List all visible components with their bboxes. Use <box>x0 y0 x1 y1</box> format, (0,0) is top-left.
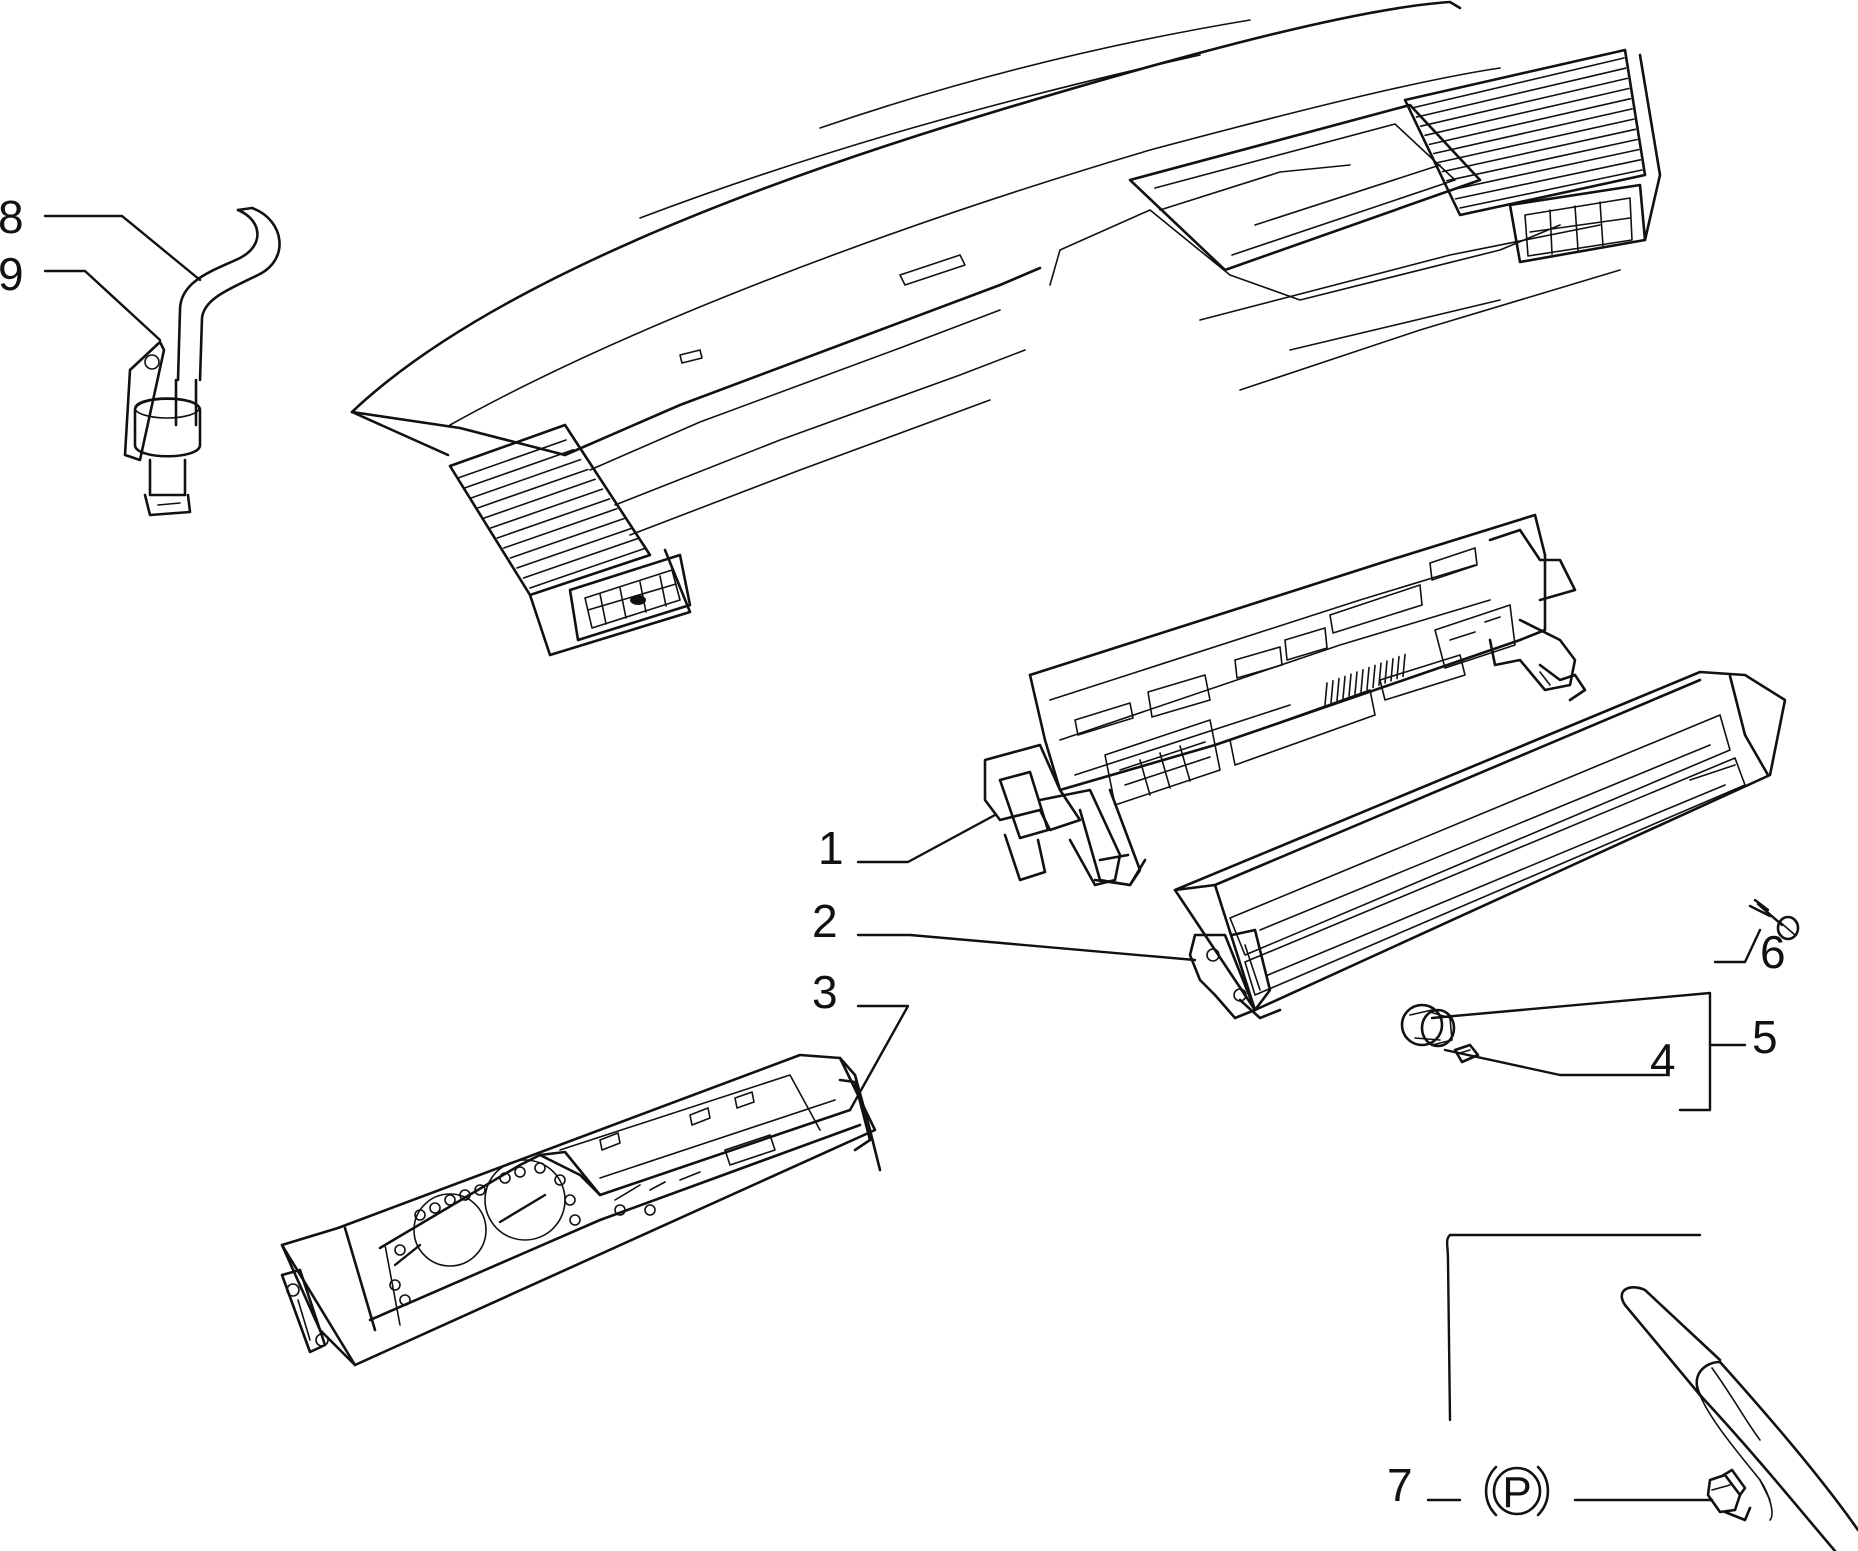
gauge-mark <box>499 1172 511 1184</box>
gauge-tick <box>1366 666 1370 691</box>
gauge-tick <box>1390 658 1394 682</box>
vent-slat <box>1428 97 1632 146</box>
vent-slat <box>516 527 633 569</box>
vent-slat <box>1437 118 1635 164</box>
leader-2 <box>856 933 1197 962</box>
callout-2: 2 <box>812 895 838 947</box>
vent-slat <box>496 498 611 539</box>
gauge-mark <box>569 1214 581 1226</box>
vent-slat <box>476 468 589 509</box>
callout-5: 5 <box>1752 1011 1778 1063</box>
vent-slat <box>1424 87 1630 137</box>
gauge-tick <box>1342 675 1346 700</box>
gauge-mark <box>554 1174 566 1186</box>
vacuum-valve <box>123 340 202 517</box>
callout-6: 6 <box>1760 926 1786 978</box>
vent-slat <box>1415 67 1627 118</box>
vent-slat <box>1454 159 1642 200</box>
vent-slat <box>509 517 625 559</box>
screw <box>1748 898 1800 941</box>
parking-brake-icon: P <box>1484 1465 1550 1517</box>
callout-1: 1 <box>818 822 844 874</box>
gauge-tick <box>1324 682 1328 706</box>
vent-slat <box>1411 57 1625 109</box>
gauge-tick <box>1372 664 1376 689</box>
vent-slat <box>1441 128 1637 173</box>
handbrake-warning-switch <box>1706 1468 1752 1522</box>
callout-3: 3 <box>812 966 838 1018</box>
gauge-tick <box>1360 669 1364 693</box>
gauge-tick <box>1384 660 1388 684</box>
callout-4: 4 <box>1650 1034 1676 1086</box>
vent-slat <box>1459 169 1643 209</box>
gauge-mark <box>429 1202 441 1214</box>
leader-5-bracket <box>1430 991 1712 1112</box>
vent-slat <box>463 449 575 489</box>
leader-1 <box>856 813 997 864</box>
vent-slat <box>470 458 582 499</box>
gauge-tick <box>1378 662 1382 686</box>
leader-lines <box>43 214 1762 1502</box>
leader-9 <box>43 269 162 342</box>
instrument-cluster <box>280 1053 882 1367</box>
callout-7: 7 <box>1387 1459 1413 1511</box>
leader-8 <box>43 214 202 282</box>
vacuum-hose <box>176 206 281 382</box>
dashboard-panel <box>350 0 1621 536</box>
handbrake-lever <box>1620 1285 1858 1551</box>
leader-6 <box>1713 928 1762 964</box>
gauge-mark <box>399 1294 411 1306</box>
gauge-tick <box>1348 673 1352 697</box>
leader-7-bar <box>1445 1233 1452 1422</box>
gauge-mark <box>444 1194 456 1206</box>
gauge-tick <box>1330 680 1334 704</box>
gauge-mark <box>644 1204 656 1216</box>
gauge-tick <box>1336 677 1340 702</box>
vent-slat <box>1419 77 1629 127</box>
front-frame <box>1173 670 1787 1020</box>
vent-slat <box>1450 148 1640 191</box>
vent-slat <box>1446 138 1638 182</box>
vent-slat <box>457 439 567 479</box>
callout-labels: 8 9 1 2 3 6 4 5 7 <box>0 191 1786 1511</box>
gauge-mark <box>514 1166 526 1178</box>
leader-3 <box>848 1004 910 1112</box>
parking-brake-symbol: P <box>1502 1468 1531 1517</box>
bulb-holder <box>1400 1003 1456 1048</box>
left-air-vent <box>448 423 692 657</box>
leader-4 <box>1443 1048 1667 1077</box>
vent-slat <box>522 537 640 579</box>
gauge-mark <box>389 1279 401 1291</box>
gauge-mark <box>564 1194 576 1206</box>
vent-slat <box>489 488 604 529</box>
right-air-vent <box>1403 48 1662 264</box>
instrument-housing <box>983 513 1587 887</box>
vent-slat <box>503 507 618 549</box>
gauge-mark <box>474 1184 486 1196</box>
callout-8: 8 <box>0 191 24 243</box>
vent-slat <box>529 547 647 589</box>
gauge-mark <box>394 1244 406 1256</box>
vent-slat <box>483 478 596 519</box>
vent-slat <box>1433 108 1633 155</box>
gauge-mark <box>614 1204 626 1216</box>
gauge-tick <box>1354 671 1358 695</box>
callout-9: 9 <box>0 248 24 300</box>
